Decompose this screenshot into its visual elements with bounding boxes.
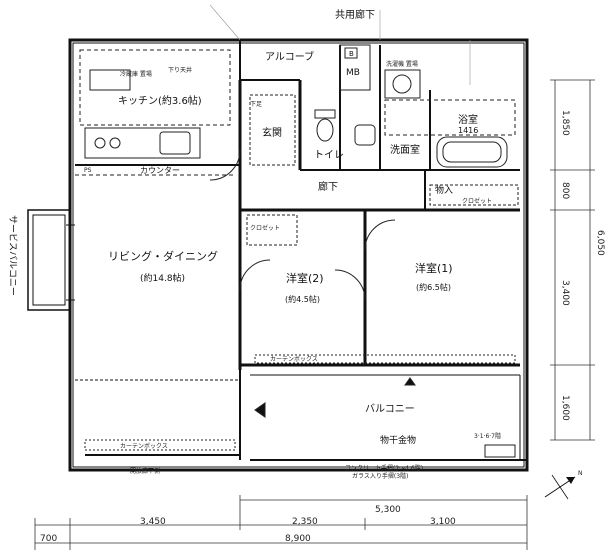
kitchen-label: キッチン(約3.6帖) <box>118 94 202 107</box>
washer-label: 洗濯機 置場 <box>386 60 418 68</box>
dimensions <box>34 79 595 550</box>
mb-b-label: B <box>349 50 354 58</box>
bath-size-label: 1416 <box>458 126 478 135</box>
dim-right-1: 1,850 <box>560 110 570 136</box>
shoe-label: 下足 <box>250 101 262 108</box>
youshitsu1-label: 洋室(1) <box>415 261 453 275</box>
north-label: N <box>578 470 583 477</box>
counter-label: カウンター <box>140 166 180 175</box>
youshitsu2-size-label: (約4.5帖) <box>285 294 320 304</box>
monohoshi-label: 物干金物 <box>380 434 416 446</box>
genkan-label: 玄関 <box>262 126 282 139</box>
dim-total-8900: 8,900 <box>285 534 311 544</box>
bath-label: 浴室 <box>458 113 478 126</box>
dim-top: 5,300 <box>375 505 401 515</box>
youshitsu2-label: 洋室(2) <box>286 271 324 285</box>
railing-note-2: ガラス入り手摺(3階) <box>352 472 408 480</box>
dim-total-700: 700 <box>40 534 57 544</box>
service-balcony-label: サービスバルコニー <box>7 215 18 296</box>
mb-label: MB <box>346 68 360 78</box>
railing-note-1: コンクリート手摺(2～4.6階) <box>345 464 423 472</box>
toilet-label: トイレ <box>314 150 344 161</box>
ps-label: PS <box>84 167 92 174</box>
living-label: リビング・ダイニング <box>108 249 218 263</box>
sagari-label: 下り天井 <box>168 66 192 74</box>
opening-rail-label: 開放廊下側 <box>130 467 160 475</box>
dim-right-4: 1,600 <box>560 395 570 421</box>
north-arrow-icon: N <box>544 470 583 500</box>
alcove-label: アルコーブ <box>265 50 314 63</box>
curtain-box-label: カーテンボックス <box>270 355 318 363</box>
senmen-label: 洗面室 <box>390 143 420 156</box>
dimension-labels: 5,300 3,450 2,350 3,100 700 8,900 1,850 … <box>40 110 605 544</box>
rouka-label: 廊下 <box>318 180 338 193</box>
living-size-label: (約14.8帖) <box>140 272 185 284</box>
closet-label: クロゼット <box>462 197 492 205</box>
curtain-box2-label: カーテンボックス <box>120 442 168 450</box>
walls <box>27 38 529 472</box>
dim-right-5: 6,050 <box>595 230 605 256</box>
monoire-label: 物入 <box>435 184 453 196</box>
dim-mid-2: 2,350 <box>292 517 318 527</box>
common-corridor-label: 共用廊下 <box>335 8 375 21</box>
outdoor-unit-label: 3·1·6·7階 <box>474 432 501 440</box>
fridge-label: 冷蔵庫 置場 <box>120 70 152 78</box>
dim-right-2: 800 <box>560 182 570 199</box>
dim-mid-3: 3,100 <box>430 517 456 527</box>
dim-right-3: 3,400 <box>560 280 570 306</box>
youshitsu1-size-label: (約6.5帖) <box>416 282 451 292</box>
closet2-label: クロゼット <box>250 224 280 232</box>
corridor-area <box>209 4 471 85</box>
fixtures <box>75 44 519 458</box>
balcony-label: バルコニー <box>365 403 415 415</box>
dim-mid-1: 3,450 <box>140 517 166 527</box>
room-labels: 共用廊下 アルコーブ MB B キッチン(約3.6帖) 冷蔵庫 置場 玄関 下足… <box>7 8 501 480</box>
